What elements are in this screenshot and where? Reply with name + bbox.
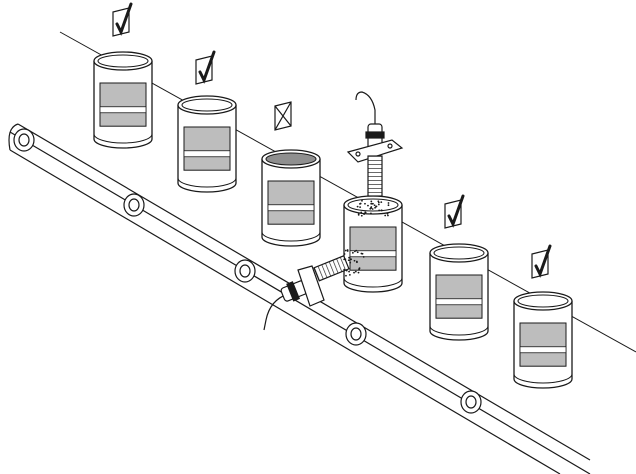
can-label	[436, 275, 482, 318]
can-label	[184, 127, 230, 170]
belt-roller-icon	[124, 194, 144, 216]
can-4	[344, 196, 402, 292]
top-proximity-sensor	[348, 92, 402, 196]
can-5	[430, 244, 488, 340]
can-3	[262, 150, 320, 246]
can-label	[100, 83, 146, 126]
checkmark-box-icon	[196, 52, 214, 84]
checkmark-box-icon	[532, 246, 550, 278]
can-label	[268, 181, 314, 224]
can-2	[178, 96, 236, 192]
belt-roller-icon	[461, 391, 481, 413]
can-1	[94, 52, 152, 148]
side-proximity-sensor	[264, 256, 349, 330]
sensor-thread-top	[368, 156, 382, 196]
belt-roller-icon	[14, 129, 34, 151]
can-label	[520, 323, 566, 366]
can-6	[514, 292, 572, 388]
belt-roller-icon	[346, 323, 366, 345]
checkmark-box-icon	[445, 196, 463, 228]
checkmark-box-icon	[113, 4, 131, 36]
can-label	[350, 227, 396, 270]
belt-roller-icon	[235, 260, 255, 282]
crossed-box-icon	[275, 102, 291, 130]
